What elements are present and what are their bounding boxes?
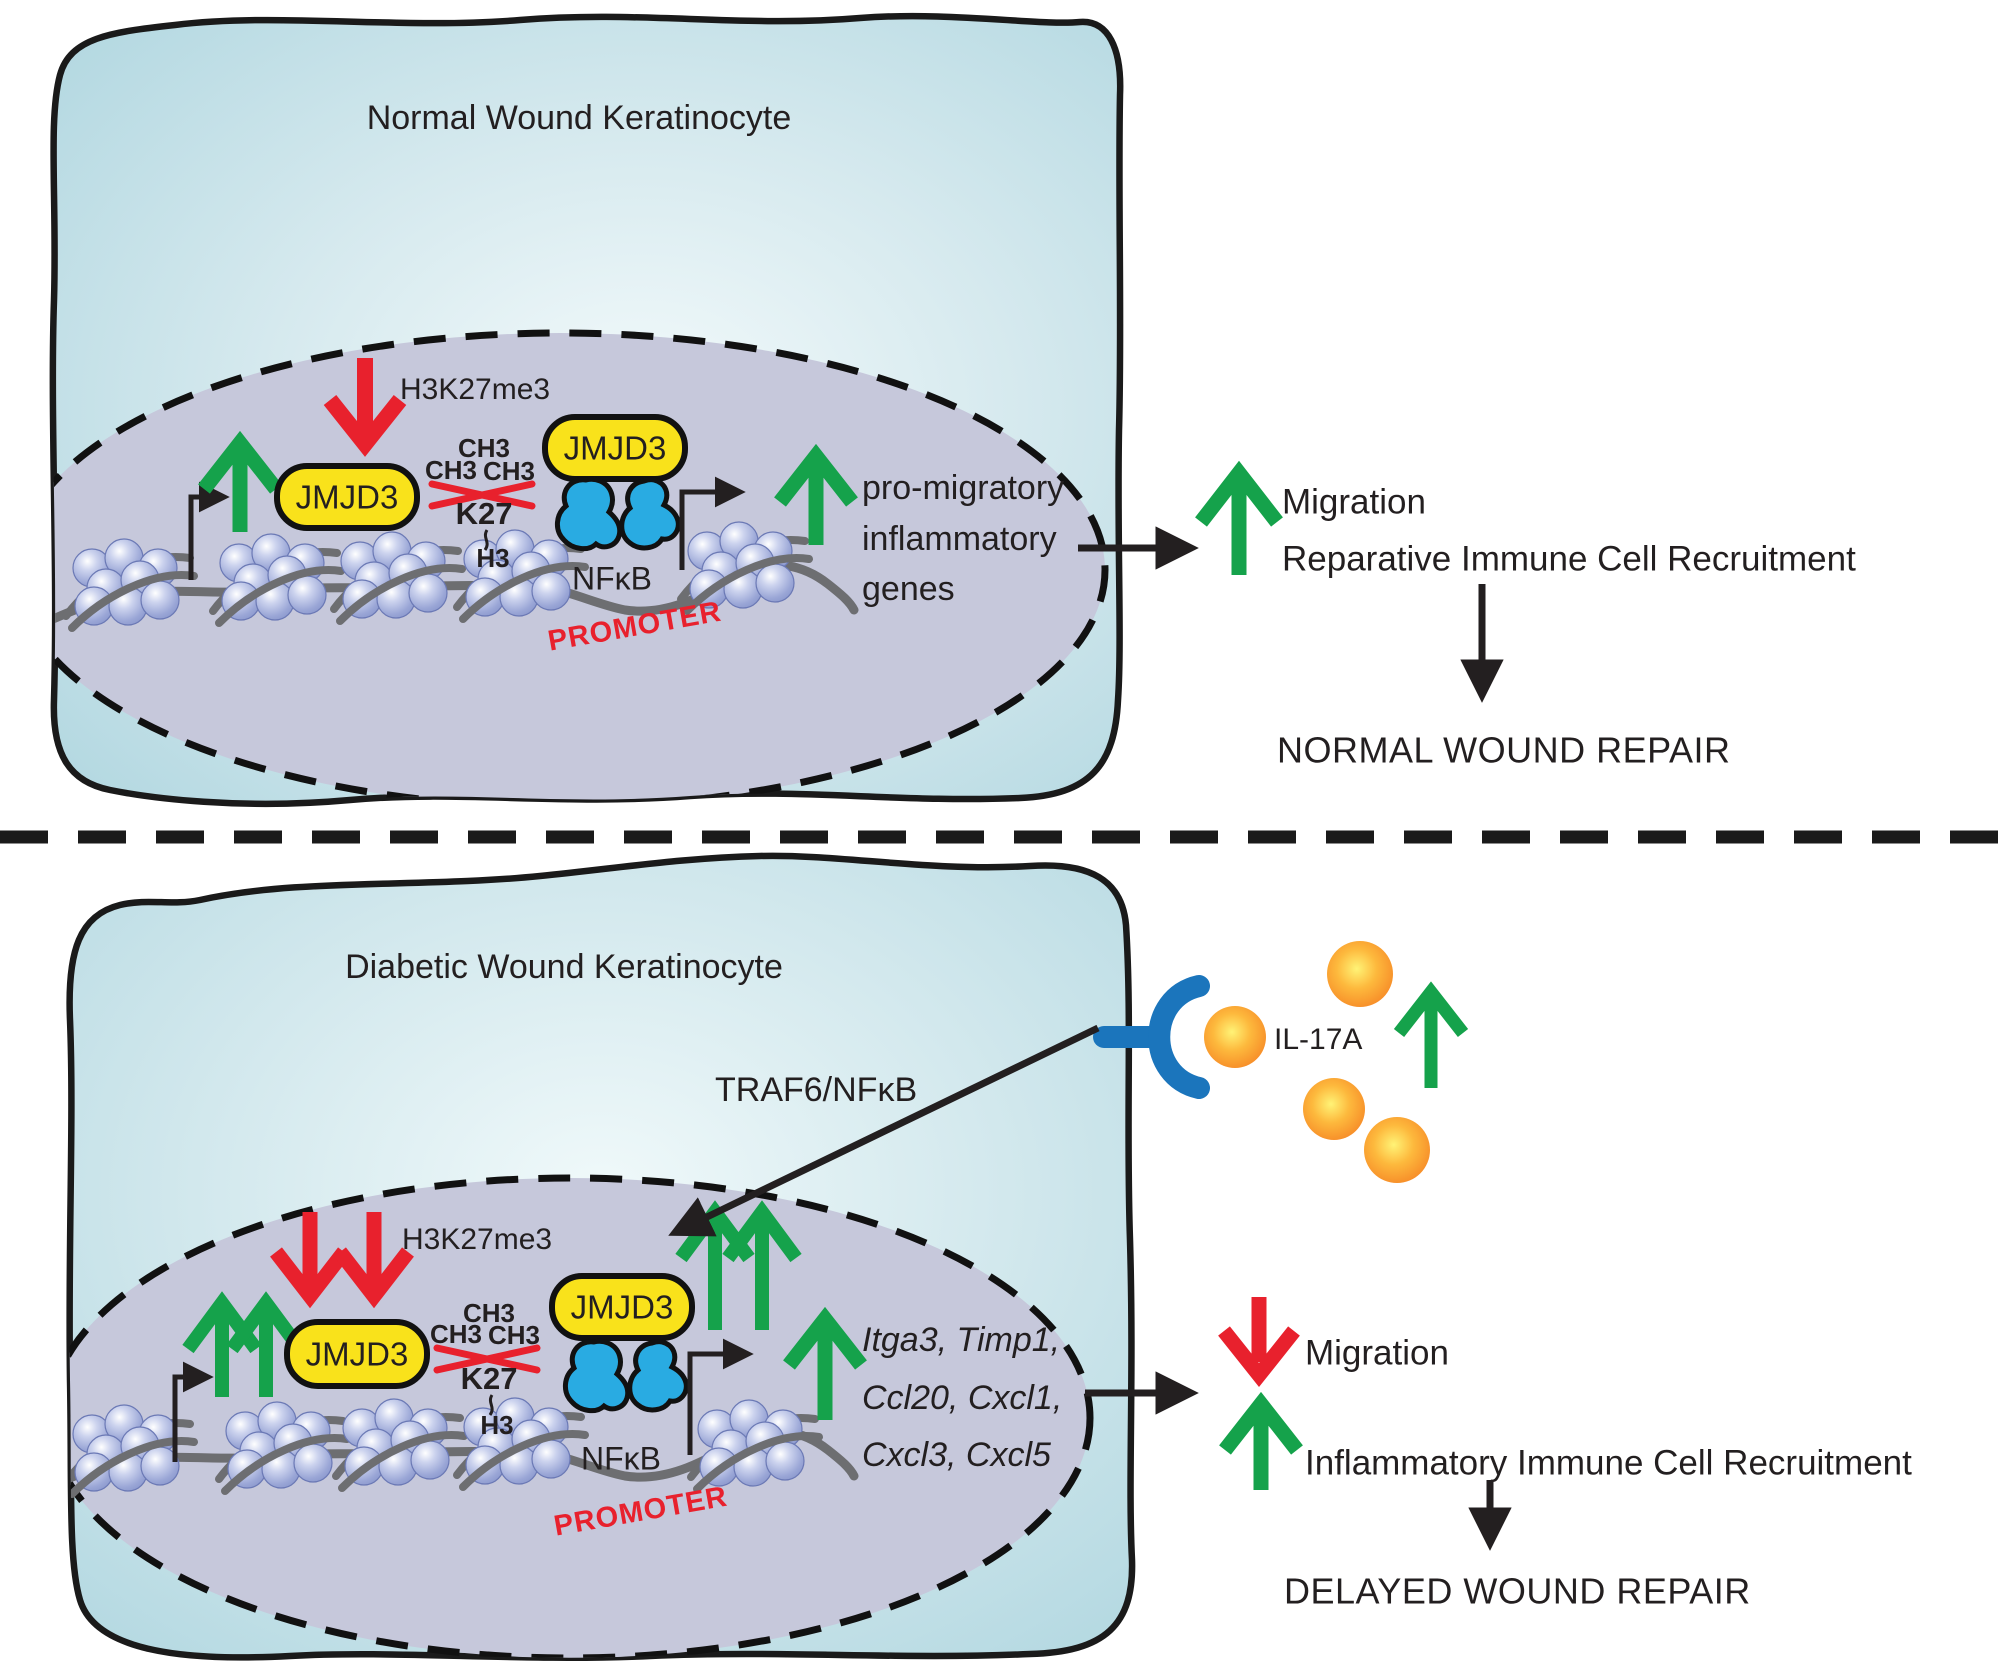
bottom-cell-title: Diabetic Wound Keratinocyte: [345, 948, 783, 986]
down-arrow-icon: [323, 358, 407, 457]
histone-tail-line: [488, 1394, 494, 1416]
normal-outcome-annotations: Migration Reparative Immune Cell Recruit…: [1078, 460, 1856, 771]
up-arrow-icon: [722, 1200, 802, 1330]
il17a-molecule: [1364, 1117, 1430, 1183]
h3k27me3-label: H3K27me3: [400, 373, 550, 406]
up-arrow-icon: [783, 1306, 867, 1420]
transcription-start-arrow-icon: [687, 1338, 754, 1455]
h3k27me3-label: H3K27me3: [402, 1223, 552, 1256]
migration-label: Migration: [1282, 482, 1426, 521]
down-arrow-icon: [334, 1212, 414, 1309]
jmjd3-label: JMJD3: [564, 430, 667, 467]
receptor-cup: [1148, 975, 1210, 1099]
il17a-molecule: [1204, 1006, 1266, 1068]
top-cell-title: Normal Wound Keratinocyte: [367, 99, 792, 137]
jmjd3-label: JMJD3: [306, 1336, 409, 1373]
up-arrow-icon: [1195, 460, 1283, 575]
ch3-label: CH3: [430, 1319, 482, 1349]
jmjd3-box: [542, 414, 688, 482]
recruitment-label: Inflammatory Immune Cell Recruitment: [1305, 1443, 1912, 1482]
il17a-label: IL-17A: [1274, 1023, 1362, 1056]
output-genes-line: genes: [862, 570, 955, 608]
il17-receptor: [1093, 975, 1210, 1099]
up-arrow-icon: [226, 1291, 306, 1397]
il17a-molecule: [1327, 941, 1393, 1007]
h3-label: H3: [476, 543, 509, 573]
gene-list-line: Ccl20, Cxcl1,: [862, 1379, 1062, 1417]
ch3-label: CH3: [425, 455, 477, 485]
k27-label: K27: [461, 1361, 518, 1396]
gene-list-line: Cxcl3, Cxcl5: [862, 1436, 1051, 1474]
nfkb-label: NFκB: [572, 560, 652, 596]
il17a-cytokines: IL-17A: [1204, 941, 1469, 1183]
red-cross-icon: [428, 480, 536, 510]
ch3-label: CH3: [463, 1298, 515, 1328]
jmjd3-box: [274, 463, 420, 531]
bottom-nucleus: H3K27me3 JMJD3 CH3 CH3 CH3 K27 H3 JMJD3 …: [69, 1174, 1094, 1658]
signaling-arrow-icon: [668, 1024, 1100, 1237]
up-arrow-icon: [198, 430, 282, 532]
up-arrow-icon: [774, 443, 858, 545]
output-genes-line: inflammatory: [862, 520, 1057, 558]
h3-label: H3: [480, 1410, 513, 1440]
diabetic-outcome-annotations: Migration Inflammatory Immune Cell Recru…: [1085, 1297, 1912, 1612]
diabetic-keratinocyte-cell: Diabetic Wound Keratinocyte H3K27me3 JMJ…: [46, 856, 1469, 1658]
up-arrow-icon: [1219, 1391, 1303, 1490]
ch3-label: CH3: [458, 433, 510, 463]
jmjd3-box: [284, 1319, 430, 1389]
gene-list-line: Itga3, Timp1,: [862, 1321, 1060, 1359]
jmjd3-box: [549, 1273, 695, 1341]
up-arrow-icon: [1393, 981, 1469, 1088]
outcome-label: NORMAL WOUND REPAIR: [1277, 730, 1731, 771]
transcription-start-arrow-icon: [188, 481, 230, 580]
red-cross-icon: [433, 1344, 541, 1374]
ch3-label: CH3: [483, 456, 535, 486]
normal-keratinocyte-cell: Normal Wound Keratinocyte H3K27me3 JMJD3…: [15, 16, 1120, 807]
down-arrow-icon: [270, 1212, 350, 1309]
top-nucleus: H3K27me3 JMJD3 CH3 CH3 CH3 K27 H3 JMJD3 …: [52, 329, 1109, 804]
k27-label: K27: [456, 496, 513, 531]
migration-label: Migration: [1305, 1333, 1449, 1372]
recruitment-label: Reparative Immune Cell Recruitment: [1282, 539, 1856, 578]
transcription-start-arrow-icon: [679, 476, 746, 570]
il17a-molecule: [1303, 1078, 1365, 1140]
down-arrow-icon: [1218, 1297, 1300, 1388]
jmjd3-label: JMJD3: [571, 1289, 674, 1326]
ch3-label: CH3: [488, 1320, 540, 1350]
transcription-start-arrow-icon: [172, 1361, 214, 1462]
output-genes-line: pro-migratory: [862, 469, 1064, 507]
outcome-label: DELAYED WOUND REPAIR: [1284, 1571, 1751, 1612]
nfkb-label: NFκB: [581, 1440, 661, 1476]
traf6-nfkb-label: TRAF6/NFκB: [715, 1071, 917, 1109]
jmjd3-label: JMJD3: [296, 479, 399, 516]
histone-tail-line: [483, 529, 489, 551]
